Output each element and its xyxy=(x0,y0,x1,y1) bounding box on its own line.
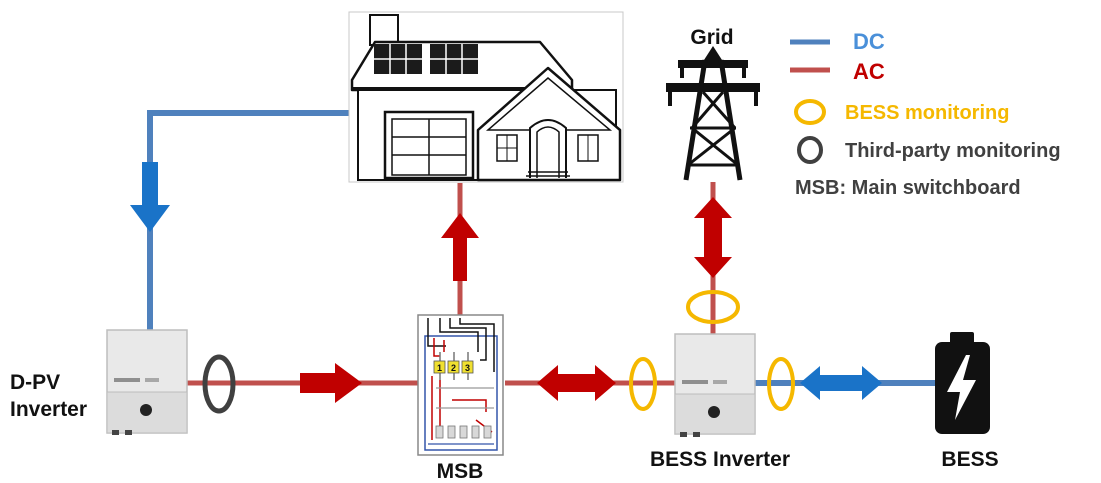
battery-lightning-icon xyxy=(935,332,990,434)
legend-ac-label: AC xyxy=(853,59,885,84)
solar-panels xyxy=(374,44,478,74)
ac-flow-arrow-up xyxy=(441,213,479,281)
bess-monitoring-ring-dc xyxy=(767,357,795,411)
grid-label: Grid xyxy=(690,26,733,49)
dpv-inverter-label-line2: Inverter xyxy=(10,398,87,421)
ac-flow-arrow-bidirectional-vertical xyxy=(694,197,732,278)
third-party-monitoring-ring xyxy=(202,354,236,414)
msb-label: MSB xyxy=(437,460,484,483)
ac-flow-arrow-right xyxy=(300,363,362,403)
bess-label: BESS xyxy=(941,448,998,471)
house-icon xyxy=(348,11,624,183)
switchboard-icon: 1 2 3 xyxy=(417,314,504,456)
dpv-inverter-label-line1: D-PV xyxy=(10,371,60,394)
legend-third-party-monitoring-swatch xyxy=(797,136,823,164)
ac-flow-arrow-bidirectional-horizontal xyxy=(537,365,616,401)
dc-flow-arrow-down xyxy=(130,162,170,232)
bess-inverter-icon xyxy=(674,333,756,437)
bess-monitoring-ring-grid xyxy=(686,290,740,324)
transmission-tower-icon xyxy=(666,46,760,181)
breaker-label-1: 1 xyxy=(437,363,442,373)
breaker-label-2: 2 xyxy=(451,363,456,373)
legend-dc-label: DC xyxy=(853,29,885,54)
bess-inverter-label: BESS Inverter xyxy=(650,448,790,471)
legend: DC AC BESS monitoring Third-party monito… xyxy=(790,29,1061,199)
legend-msb-note: MSB: Main switchboard xyxy=(795,177,1021,199)
breaker-label-3: 3 xyxy=(465,363,470,373)
bess-monitoring-ring-ac xyxy=(629,357,657,411)
legend-bess-monitoring-label: BESS monitoring xyxy=(845,102,1009,124)
dpv-inverter-icon xyxy=(106,329,188,435)
dc-flow-arrow-bidirectional xyxy=(800,366,882,400)
dc-line-pv-to-house xyxy=(147,110,355,338)
legend-bess-monitoring-swatch xyxy=(794,99,826,125)
legend-third-party-monitoring-label: Third-party monitoring xyxy=(845,140,1061,162)
